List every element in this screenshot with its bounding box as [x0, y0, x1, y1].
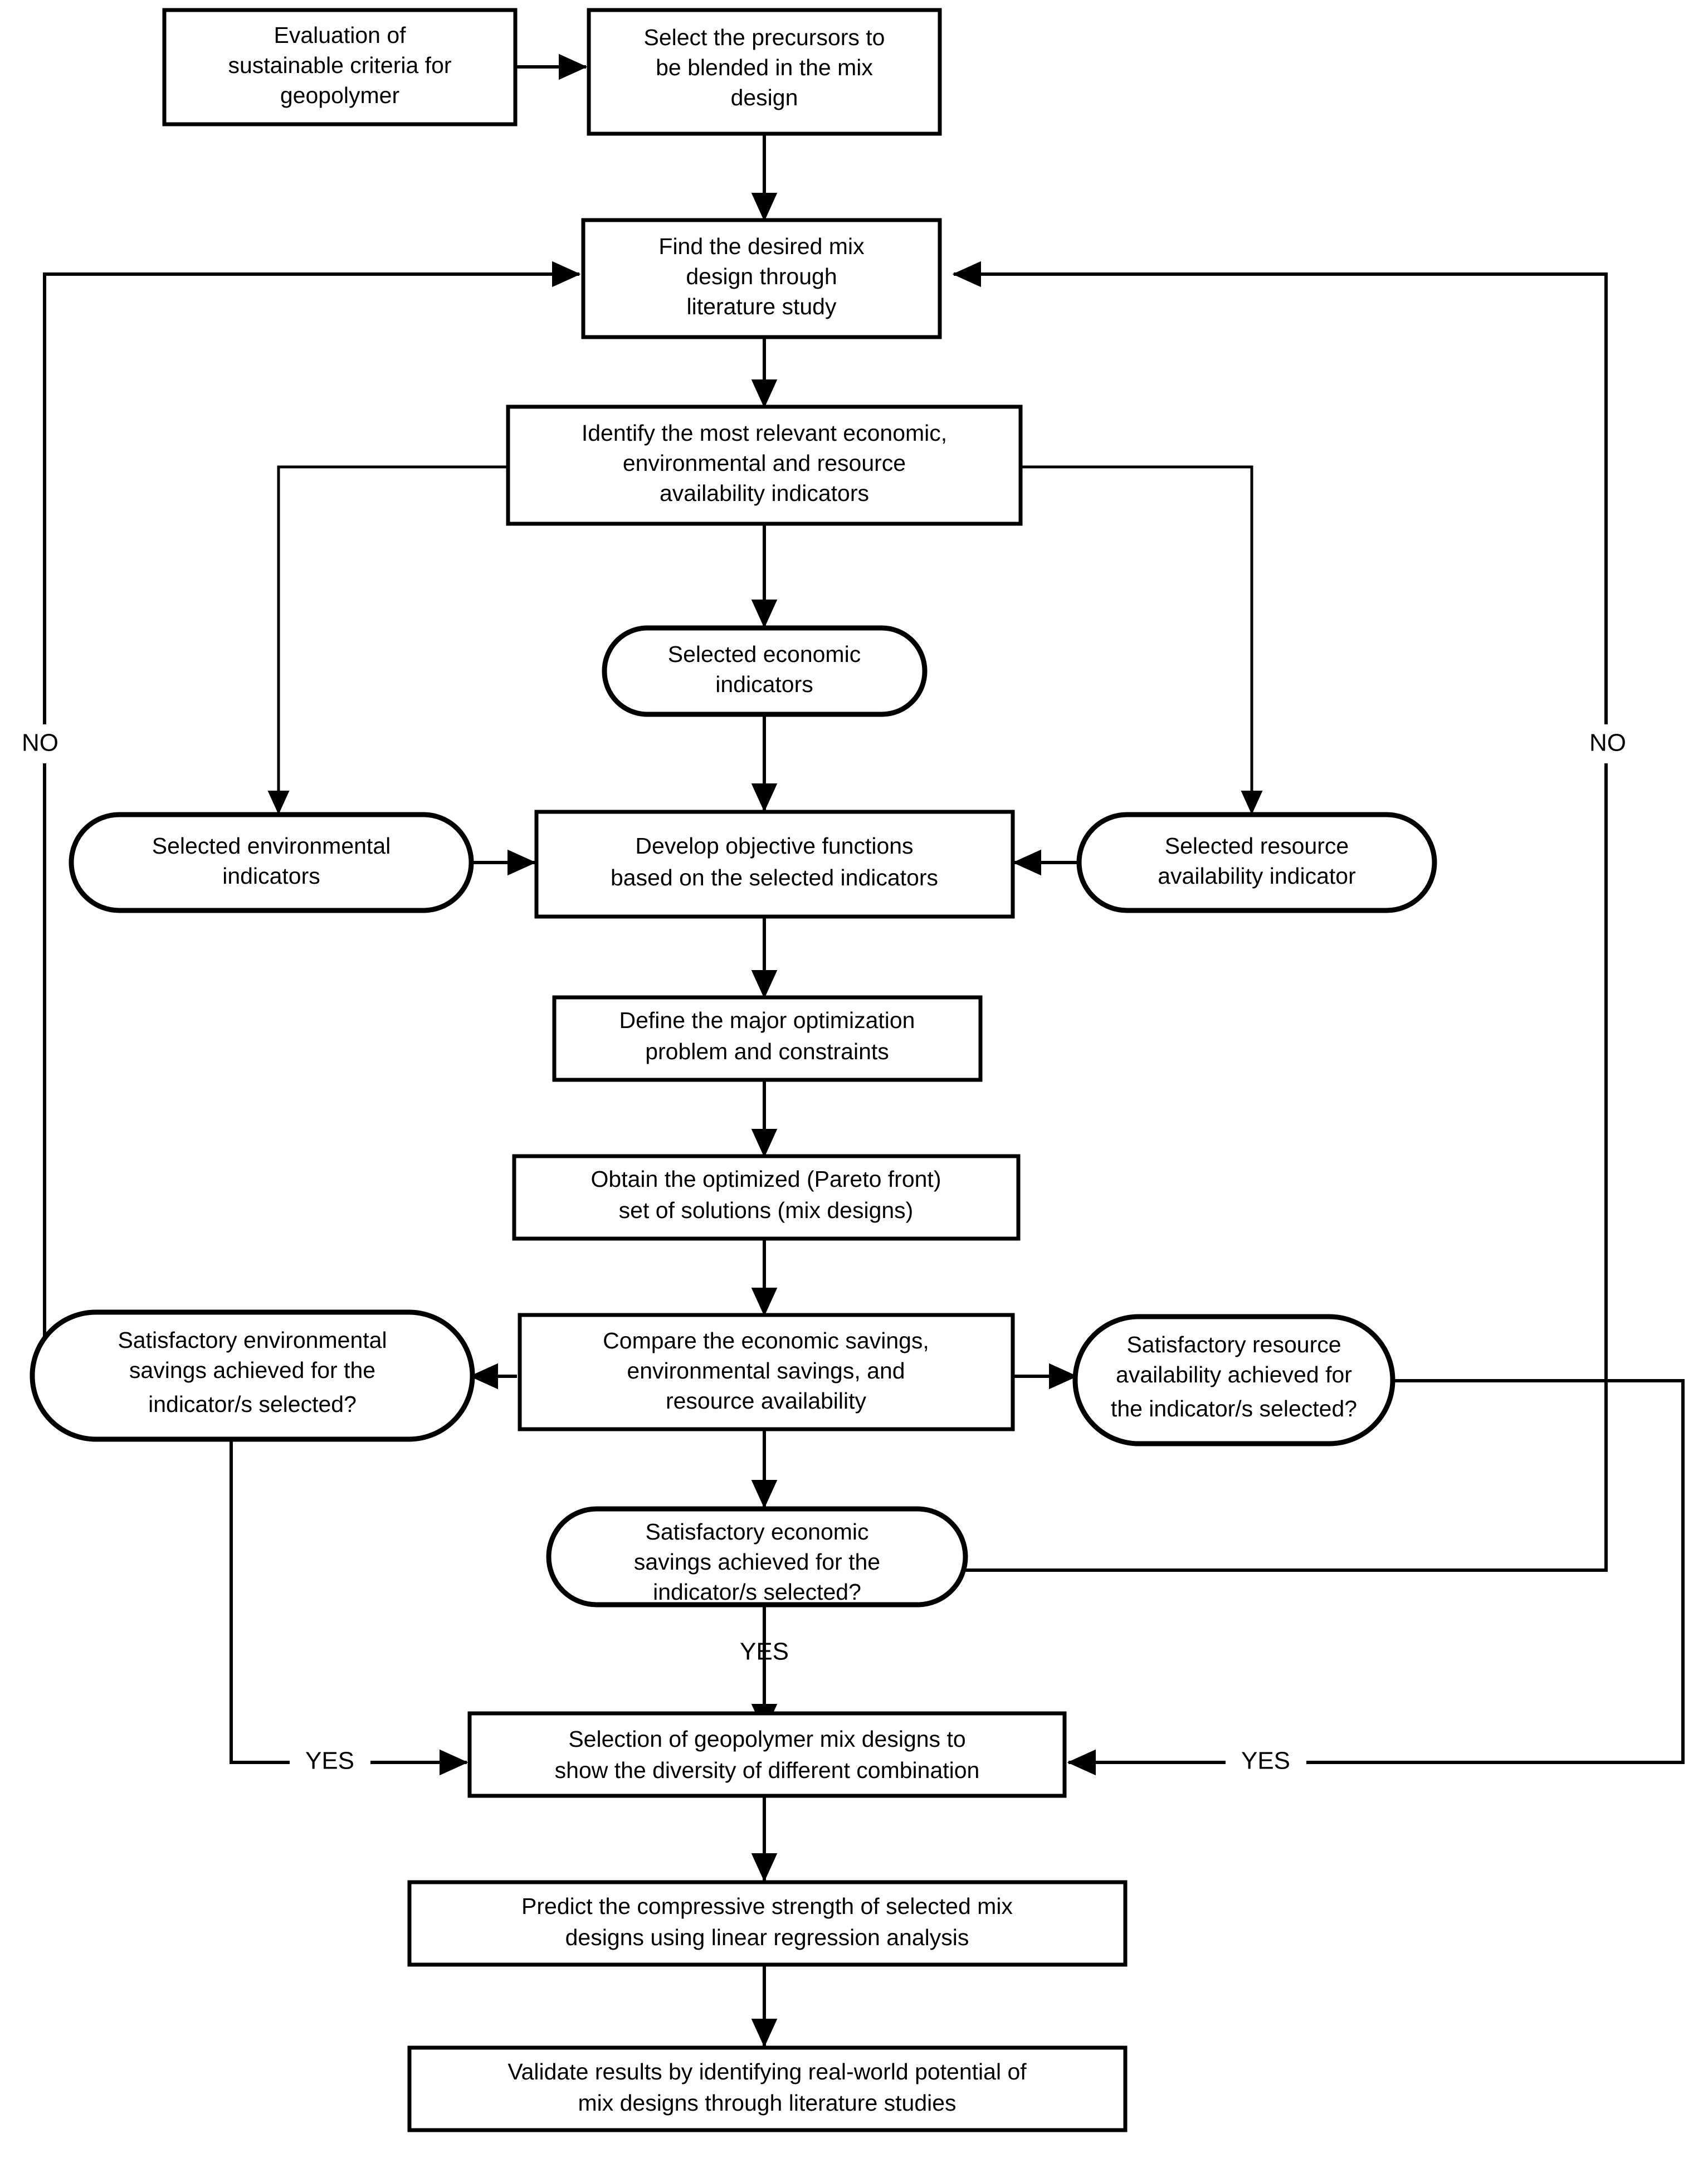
node-decision-economic[interactable]: Satisfactory economic savings achieved f…	[546, 1506, 968, 1607]
node-find-mix[interactable]: Find the desired mix design through lite…	[581, 218, 942, 339]
node-identify-indicators[interactable]: Identify the most relevant economic, env…	[506, 405, 1023, 526]
node-line: indicators	[715, 671, 813, 697]
node-line: availability indicator	[1158, 863, 1356, 889]
node-line: show the diversity of different combinat…	[555, 1757, 980, 1783]
label-mask-no-left	[10, 724, 77, 763]
node-line: the indicator/s selected?	[1111, 1396, 1357, 1421]
node-obtain-pareto[interactable]: Obtain the optimized (Pareto front) set …	[512, 1154, 1021, 1241]
node-shape	[467, 1711, 1067, 1798]
node-line: Find the desired mix	[658, 233, 865, 259]
node-shape	[518, 1313, 1015, 1431]
node-line: based on the selected indicators	[611, 865, 938, 890]
edge-label-yes-center: YES	[740, 1638, 789, 1665]
node-line: Predict the compressive strength of sele…	[521, 1893, 1013, 1919]
node-line: Selected resource	[1165, 833, 1349, 859]
node-validate-results[interactable]: Validate results by identifying real-wor…	[407, 2045, 1128, 2132]
edge-label-yes-left: YES	[305, 1747, 354, 1775]
edge-label-yes-right: YES	[1241, 1747, 1290, 1775]
edge-no-left-loop	[43, 261, 581, 1376]
node-shape	[162, 8, 518, 126]
node-line: Selected environmental	[152, 833, 391, 859]
node-line: mix designs through literature studies	[578, 2090, 956, 2116]
node-line: Satisfactory resource	[1126, 1332, 1341, 1357]
node-decision-resource[interactable]: Satisfactory resource availability achie…	[1072, 1314, 1395, 1446]
node-line: design through	[686, 264, 837, 289]
edges	[43, 53, 1685, 2048]
node-line: savings achieved for the	[129, 1357, 375, 1383]
node-shape	[552, 995, 983, 1082]
label-mask-no-right	[1574, 724, 1641, 763]
node-line: literature study	[687, 294, 837, 319]
edge-identify-to-environmental	[267, 465, 508, 815]
node-shape	[69, 812, 474, 913]
node-develop-objective[interactable]: Develop objective functions based on the…	[534, 810, 1015, 919]
node-line: problem and constraints	[645, 1039, 889, 1064]
node-line: Validate results by identifying real-wor…	[507, 2059, 1027, 2084]
node-line: be blended in the mix	[656, 55, 873, 80]
node-line: environmental savings, and	[627, 1358, 905, 1384]
node-line: resource availability	[666, 1388, 867, 1414]
edge-labels: NO NO YES YES YES	[10, 724, 1641, 1782]
node-shape	[407, 2045, 1128, 2132]
edge-yes-right	[1067, 1379, 1685, 1776]
node-line: Develop objective functions	[635, 833, 913, 859]
node-line: Satisfactory economic	[645, 1519, 868, 1545]
node-line: Satisfactory environmental	[118, 1327, 387, 1353]
node-shape	[534, 810, 1015, 919]
node-line: Selected economic	[668, 641, 861, 667]
edge-identify-to-resource	[1021, 465, 1263, 815]
node-selected-resource[interactable]: Selected resource availability indicator	[1076, 812, 1437, 913]
node-line: availability achieved for	[1116, 1362, 1352, 1387]
node-shape	[1072, 1314, 1395, 1446]
node-line: Select the precursors to	[644, 25, 885, 50]
node-line: Obtain the optimized (Pareto front)	[591, 1166, 941, 1192]
node-shape	[512, 1154, 1021, 1241]
label-mask-yes-right	[1226, 1743, 1306, 1782]
node-line: Compare the economic savings,	[603, 1328, 929, 1353]
edge-yes-left	[230, 1438, 469, 1776]
node-shape	[506, 405, 1023, 526]
node-shape	[30, 1309, 475, 1442]
node-line: Identify the most relevant economic,	[582, 420, 947, 446]
node-line: indicator/s selected?	[653, 1579, 861, 1605]
node-shape	[546, 1506, 968, 1607]
node-shape	[1076, 812, 1437, 913]
node-line: design	[731, 85, 798, 110]
node-selection-mix-designs[interactable]: Selection of geopolymer mix designs to s…	[467, 1711, 1067, 1798]
node-eval-criteria[interactable]: Evaluation of sustainable criteria for g…	[162, 8, 518, 126]
node-shape	[587, 8, 942, 136]
node-line: sustainable criteria for	[228, 52, 451, 78]
node-selected-economic[interactable]: Selected economic indicators	[602, 625, 928, 717]
node-line: Evaluation of	[274, 22, 406, 48]
edge-label-no-right: NO	[1589, 729, 1626, 757]
node-line: designs using linear regression analysis	[565, 1925, 969, 1950]
node-line: Define the major optimization	[619, 1007, 915, 1033]
node-define-problem[interactable]: Define the major optimization problem an…	[552, 995, 983, 1082]
edge-label-no-left: NO	[22, 729, 58, 757]
node-selected-environmental[interactable]: Selected environmental indicators	[69, 812, 474, 913]
node-shape	[407, 1880, 1128, 1967]
node-line: availability indicators	[660, 480, 869, 506]
node-decision-environmental[interactable]: Satisfactory environmental savings achie…	[30, 1309, 475, 1442]
node-line: geopolymer	[280, 82, 399, 108]
node-shape	[581, 218, 942, 339]
node-line: set of solutions (mix designs)	[619, 1197, 914, 1223]
node-line: Selection of geopolymer mix designs to	[568, 1726, 965, 1752]
node-line: savings achieved for the	[634, 1549, 880, 1575]
label-mask-yes-left	[290, 1743, 370, 1782]
node-compare[interactable]: Compare the economic savings, environmen…	[518, 1313, 1015, 1431]
edge-no-right-loop	[952, 261, 1608, 1572]
node-line: environmental and resource	[623, 450, 906, 476]
node-line: indicator/s selected?	[148, 1391, 357, 1417]
node-select-precursors[interactable]: Select the precursors to be blended in t…	[587, 8, 942, 136]
node-predict-strength[interactable]: Predict the compressive strength of sele…	[407, 1880, 1128, 1967]
node-shape	[602, 625, 928, 717]
node-line: indicators	[222, 863, 320, 889]
